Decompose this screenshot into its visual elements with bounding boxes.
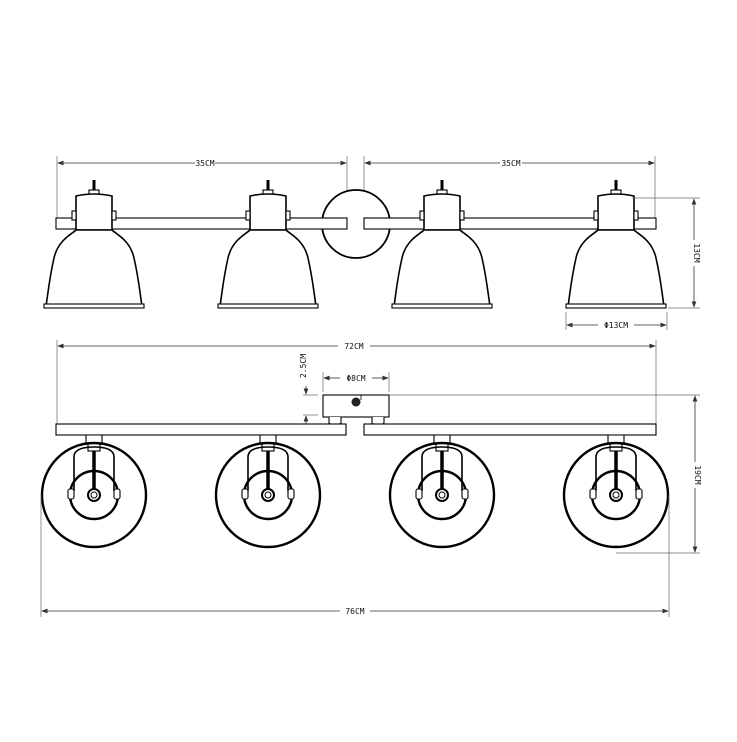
shade-2 (216, 178, 320, 310)
shade-4 (564, 178, 668, 310)
label-projection: 19CM (693, 465, 702, 484)
left-arm (55, 217, 348, 230)
top-left-arm (55, 423, 347, 436)
label-shade-diameter: Φ13CM (604, 321, 628, 330)
dim-shade-diameter: Φ13CM (565, 312, 668, 330)
head-4 (562, 433, 670, 549)
label-base-diameter: Φ8CM (346, 374, 365, 383)
label-bar-length: 72CM (344, 342, 363, 351)
dim-base-diameter: Φ8CM (322, 372, 390, 392)
front-view: 35CM 35CM 13CM (42, 156, 701, 330)
shade-1 (42, 178, 146, 310)
head-3 (388, 433, 496, 549)
label-left-span: 35CM (195, 159, 214, 168)
head-2 (214, 433, 322, 549)
base-screw (351, 397, 361, 407)
dim-overall-length: 76CM (40, 495, 670, 617)
dim-shade-height: 13CM (632, 197, 701, 309)
head-1 (40, 433, 148, 549)
label-shade-height: 13CM (692, 243, 701, 262)
label-right-span: 35CM (501, 159, 520, 168)
dim-base-depth: 2.5CM (299, 354, 318, 424)
dim-bar-length: 72CM (56, 340, 657, 424)
shade-3 (390, 178, 494, 310)
top-right-arm (363, 423, 657, 436)
right-arm (363, 217, 657, 230)
dim-projection: 19CM (389, 394, 702, 554)
top-view: 72CM 2.5CM Φ8CM (40, 340, 702, 617)
label-base-depth: 2.5CM (299, 354, 308, 378)
label-overall-length: 76CM (345, 607, 364, 616)
